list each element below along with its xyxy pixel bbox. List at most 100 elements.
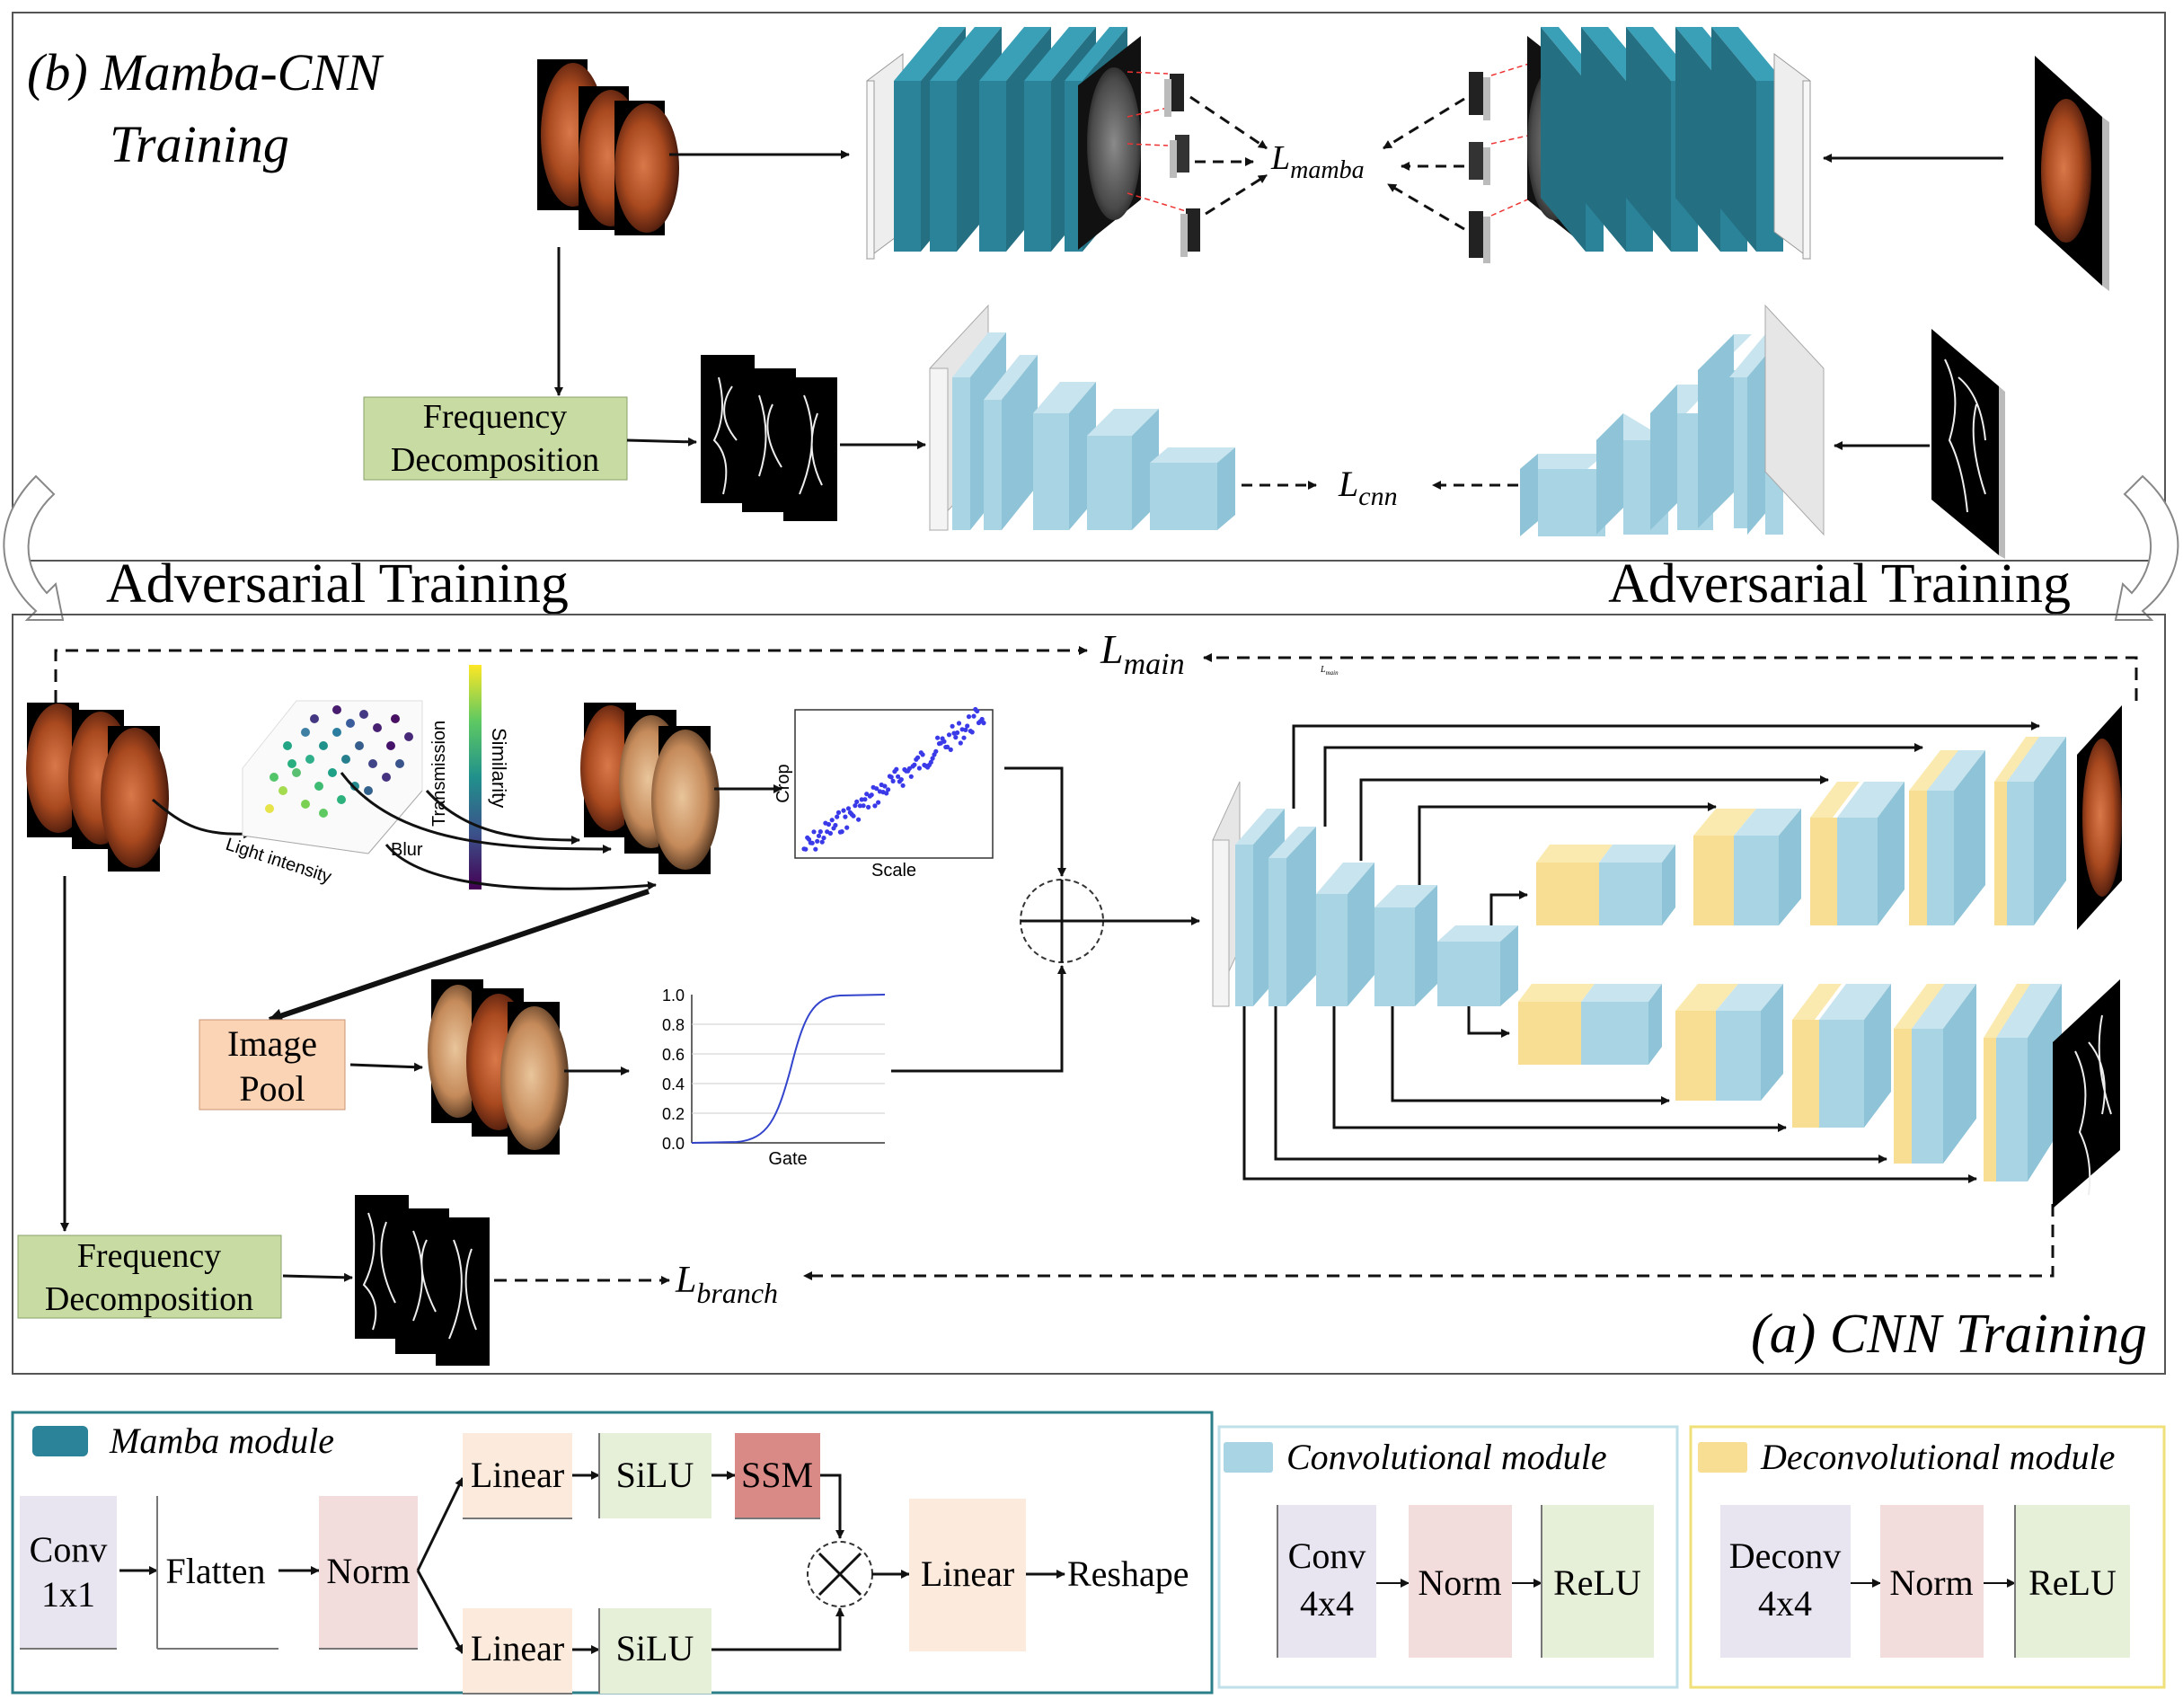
gate-tick-5: 0.2 — [662, 1105, 685, 1123]
scatter2d-point — [971, 713, 977, 719]
relu-box-conv — [1542, 1505, 1654, 1658]
arrow-freq-a-to-vessels — [282, 1272, 353, 1282]
conv4x4-line2: 4x4 — [1300, 1583, 1354, 1624]
augmented-fundus-stack — [580, 703, 720, 874]
skip-connections-top — [1292, 721, 2040, 925]
unet-decoder-bottom — [1518, 984, 2062, 1181]
silu-top-label: SiLU — [616, 1455, 694, 1495]
relu-label-conv: ReLU — [1553, 1562, 1641, 1603]
scatter2d-point — [844, 825, 850, 830]
scatter3d-z-label: Transmission — [429, 721, 449, 827]
scatter2d-point — [956, 721, 962, 726]
arrow-scatter2d-to-fuse — [1004, 766, 1066, 877]
loss-mamba: Lmamba — [1270, 139, 1365, 184]
linear-bottom-label: Linear — [471, 1628, 564, 1668]
deconv4x4-line1: Deconv — [1729, 1535, 1841, 1576]
conv1x1-line2: 1x1 — [41, 1574, 95, 1615]
scatter2d-point — [835, 810, 842, 816]
scatter2d-point — [928, 759, 933, 766]
scatter2d-point — [833, 822, 838, 828]
arrow-norm-to-linear-bottom — [416, 1570, 464, 1654]
scatter2d-point — [894, 766, 899, 772]
image-pool-line2: Pool — [239, 1068, 305, 1109]
scatter2d-point — [912, 762, 917, 767]
scatter2d-point — [935, 735, 941, 740]
scatter2d-point — [839, 829, 844, 835]
arrow-rpatch1-lmamba — [1383, 97, 1465, 150]
gate-tick-1: 1.0 — [662, 987, 685, 1004]
scatter-2d-plot: Scale Crop — [773, 706, 994, 881]
flatten-label: Flatten — [165, 1551, 265, 1591]
freq-box-a-line1: Frequency — [77, 1237, 221, 1275]
scatter2d-y-label: Crop — [773, 764, 793, 802]
silu-top-box — [599, 1433, 711, 1518]
section-b-title-line1: (b) Mamba-CNN — [27, 43, 384, 102]
deconv-legend-title: Deconvolutional module — [1760, 1437, 2115, 1477]
arrow-gate-to-fuse — [891, 965, 1066, 1073]
scatter2d-point — [975, 708, 980, 714]
scatter2d-point — [809, 840, 815, 845]
scatter2d-point — [953, 735, 959, 740]
scatter2d-point — [981, 721, 986, 726]
conv1x1-line1: Conv — [30, 1529, 108, 1570]
conv1x1-box — [20, 1496, 117, 1649]
image-pool-box — [199, 1019, 346, 1111]
scatter2d-point — [803, 846, 809, 852]
scatter2d-point — [861, 803, 866, 809]
arrow-norm-to-linear-top — [416, 1477, 464, 1571]
scatter2d-point — [898, 777, 904, 783]
scatter2d-point — [869, 792, 874, 798]
section-a-frame — [12, 614, 2166, 1375]
mamba-legend-swatch — [32, 1426, 88, 1456]
relu-label-deconv: ReLU — [2028, 1562, 2117, 1603]
lmain-dashed-right — [1203, 653, 2138, 701]
scatter2d-point — [818, 829, 823, 835]
multiply-node — [807, 1541, 873, 1607]
loss-cnn: Lcnn — [1338, 464, 1398, 511]
scatter2d-point — [872, 803, 878, 809]
scatter2d-point — [963, 727, 968, 733]
scatter2d-point — [821, 836, 826, 841]
scatter2d-point — [888, 774, 894, 780]
gate-tick-6: 0.0 — [662, 1135, 685, 1153]
scatter2d-point — [900, 783, 906, 788]
linear-bottom-box — [463, 1608, 572, 1694]
scatter2d-x-label: Scale — [871, 861, 916, 881]
scatter2d-point — [941, 739, 947, 744]
scatter2d-point — [886, 787, 891, 792]
scatter2d-point — [829, 818, 835, 823]
arrow-patch3-lmamba — [1205, 173, 1268, 216]
cnn-encoder-b-left — [929, 304, 1235, 532]
ssm-label: SSM — [741, 1455, 813, 1495]
scatter2d-point — [882, 783, 888, 789]
scatter2d-point — [845, 806, 852, 811]
norm-box-mamba — [319, 1496, 418, 1649]
gate-tick-3: 0.6 — [662, 1046, 685, 1064]
reshape-label: Reshape — [1067, 1553, 1189, 1594]
gate-x-label: Gate — [768, 1149, 807, 1169]
loss-main-small: Lmain — [1320, 665, 1339, 677]
freq-box-b-line1: Frequency — [423, 398, 567, 436]
scatter2d-point — [884, 791, 889, 796]
gate-plot: 1.0 0.8 0.6 0.4 0.2 0.0 Gate — [662, 987, 886, 1169]
flatten-box — [157, 1496, 278, 1649]
scatter2d-point — [908, 774, 914, 779]
arrow-patch1-lmamba — [1189, 95, 1268, 150]
arrow-rpatch3-lmamba — [1387, 182, 1465, 231]
freq-decomposition-box-a — [17, 1235, 282, 1319]
arrow-3d-to-augment-3 — [384, 844, 657, 890]
vessel-maps-b — [701, 355, 837, 521]
scatter2d-point — [876, 800, 881, 805]
scatter2d-point — [933, 748, 939, 754]
scatter2d-point — [827, 830, 834, 836]
linear-out-box — [909, 1499, 1026, 1651]
conv-legend-swatch — [1224, 1442, 1273, 1473]
scatter2d-point — [835, 814, 840, 819]
norm-label-mamba: Norm — [326, 1551, 410, 1591]
adversarial-arrow-right — [2114, 474, 2179, 621]
scatter2d-point — [841, 808, 846, 813]
deconv-legend-swatch — [1698, 1442, 1747, 1473]
linear-top-box — [463, 1433, 572, 1518]
scatter2d-point — [946, 732, 952, 738]
